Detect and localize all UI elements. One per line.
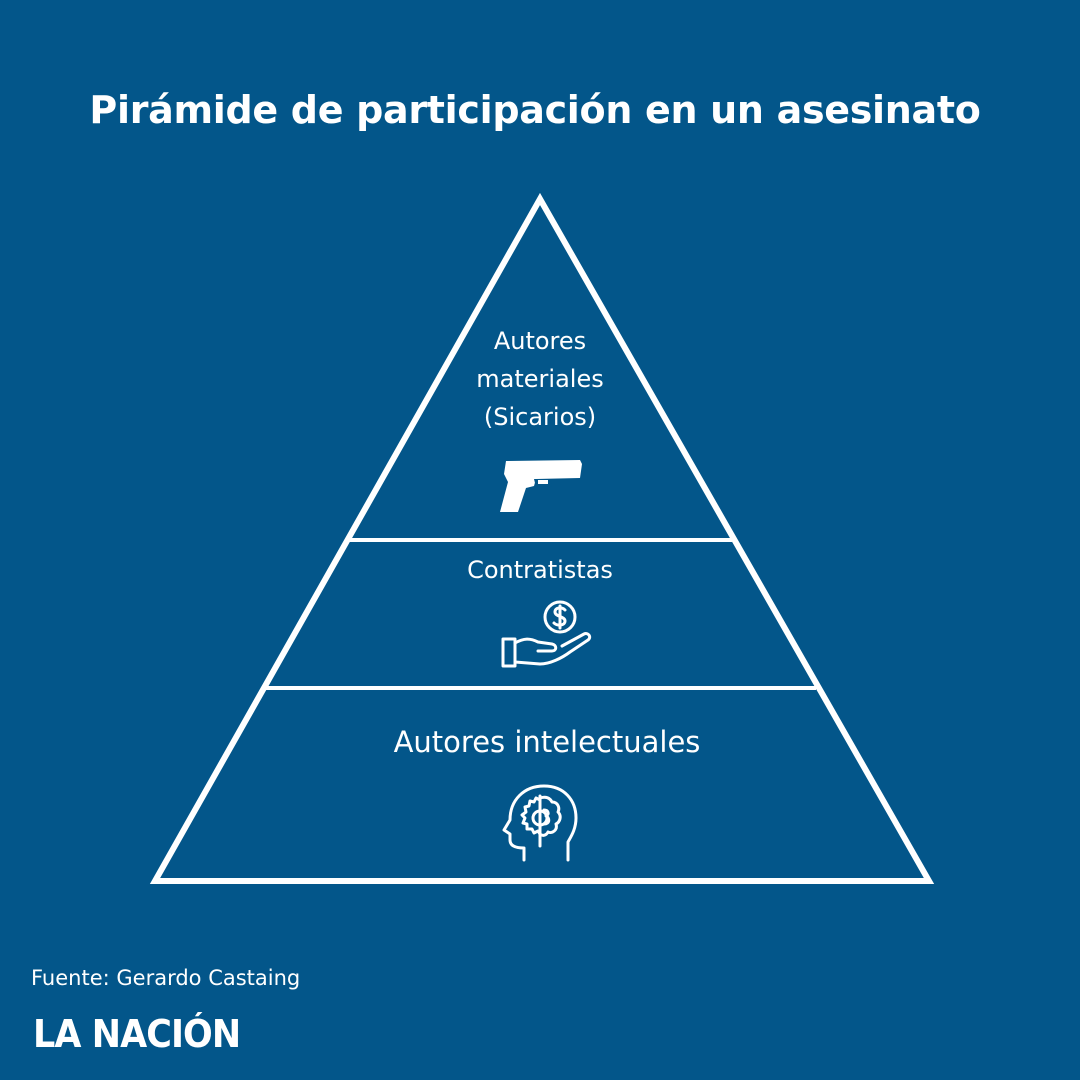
page-title: Pirámide de participación en un asesinat…	[89, 88, 981, 132]
tier-middle-label: Contratistas	[467, 556, 613, 584]
pyramid-outline	[149, 192, 935, 884]
pistol-icon	[500, 460, 582, 512]
head-brain-gear-icon	[502, 784, 578, 862]
tier-top-label: Autores materiales (Sicarios)	[420, 322, 660, 436]
tier-top-label-line-3: (Sicarios)	[483, 403, 597, 431]
hand-coin-dollar-icon	[501, 600, 592, 668]
tier-top-label-line-1: Autores	[493, 327, 587, 355]
tier-bottom-label: Autores intelectuales	[393, 725, 701, 759]
la-nacion-logo: LA NACIÓN	[33, 1012, 241, 1056]
tier-top-label-line-2: materiales	[476, 365, 604, 393]
source-credit: Fuente: Gerardo Castaing	[31, 966, 301, 990]
